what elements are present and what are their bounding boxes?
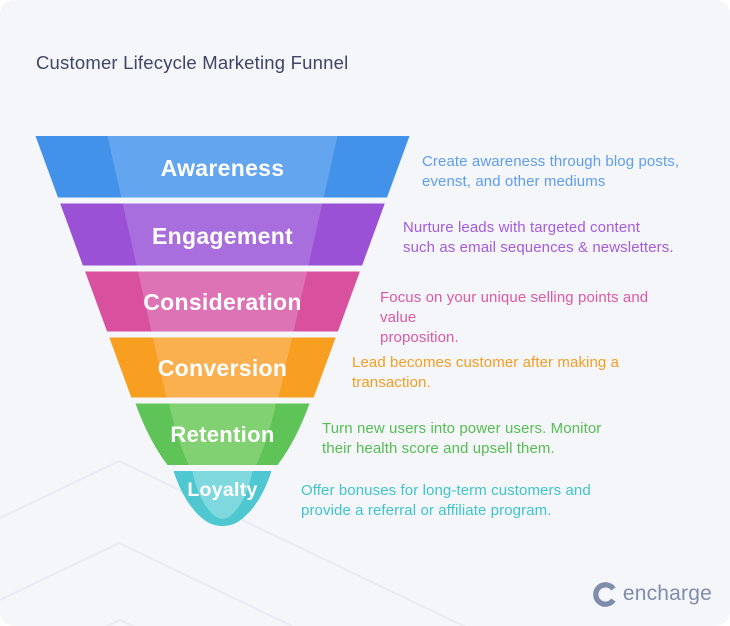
stage-description-retention: Turn new users into power users. Monitor… (322, 420, 602, 457)
stage-description-conversion: Lead becomes customer after making a tra… (352, 354, 620, 391)
stage-label: Retention (170, 422, 274, 447)
brand-name: encharge (622, 582, 712, 605)
stage-label: Loyalty (187, 479, 257, 501)
stage-shape-inner (122, 203, 323, 266)
stage-label: Engagement (152, 223, 293, 249)
brand-logo: encharge (593, 580, 712, 608)
chevron-line (0, 459, 467, 626)
funnel-stage-retention: Retention (135, 403, 310, 465)
stage-label: Awareness (161, 155, 285, 181)
stage-description-awareness: Create awareness through blog posts, eve… (422, 153, 680, 190)
funnel-stage-loyalty: Loyalty (173, 471, 272, 526)
stage-shape-inner (152, 337, 293, 398)
stage-description-loyalty: Offer bonuses for long-term customers an… (301, 482, 591, 519)
stage-shape-inner (192, 471, 253, 519)
chevron-line (104, 618, 136, 626)
funnel-stage-engagement: Engagement (60, 203, 385, 266)
stage-shape-inner (107, 136, 338, 198)
encharge-ring-icon (593, 581, 616, 607)
funnel-stage-consideration: Consideration (85, 271, 360, 332)
funnel-stage-awareness: Awareness (35, 136, 410, 198)
page-title: Customer Lifecycle Marketing Funnel (36, 52, 349, 73)
chevron-line (0, 541, 293, 626)
stage-label: Consideration (143, 289, 302, 315)
stage-shape-inner (138, 271, 307, 332)
funnel-stage-conversion: Conversion (109, 337, 336, 398)
background-chevron-pattern (0, 459, 467, 626)
stage-description-consideration: Focus on your unique selling points and … (380, 289, 649, 346)
stage-shape-inner (169, 403, 276, 465)
stage-label: Conversion (158, 355, 288, 381)
stage-description-engagement: Nurture leads with targeted content such… (403, 219, 674, 256)
